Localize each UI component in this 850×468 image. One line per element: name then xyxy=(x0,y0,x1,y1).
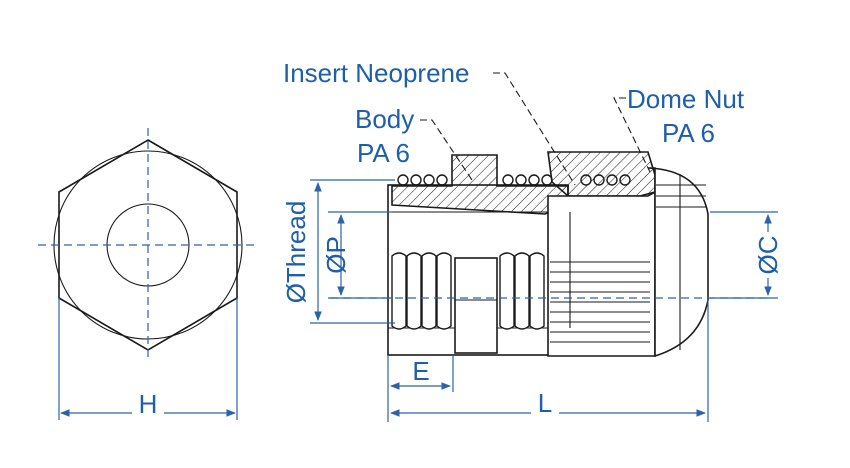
p-label: ØP xyxy=(321,236,351,274)
c-dimension: ØC xyxy=(710,211,784,299)
h-dimension: H xyxy=(58,298,238,423)
e-label: E xyxy=(412,356,429,386)
h-label: H xyxy=(139,389,158,419)
thread-label: ØThread xyxy=(281,201,311,304)
thread-dimension: ØThread xyxy=(281,179,395,324)
p-dimension: ØP xyxy=(321,211,392,299)
gland-side-view xyxy=(387,151,709,358)
e-dimension: E xyxy=(387,355,454,422)
l-label: L xyxy=(538,388,552,418)
body-callout: Body PA 6 xyxy=(355,104,473,181)
dome-nut-knurl xyxy=(550,261,650,343)
insert-callout: Insert Neoprene xyxy=(283,58,576,186)
insert-label: Insert Neoprene xyxy=(283,58,469,88)
l-dimension: L xyxy=(390,300,709,422)
cap-knurl xyxy=(656,184,706,208)
dome-label-line1: Dome Nut xyxy=(627,84,745,114)
thread-lower xyxy=(391,252,545,330)
c-label: ØC xyxy=(753,236,783,275)
dome-callout: Dome Nut PA 6 xyxy=(613,84,745,173)
dome-label-line2: PA 6 xyxy=(662,118,715,148)
hex-end-view xyxy=(38,128,258,362)
body-label-line1: Body xyxy=(355,104,414,134)
body-label-line2: PA 6 xyxy=(357,138,410,168)
